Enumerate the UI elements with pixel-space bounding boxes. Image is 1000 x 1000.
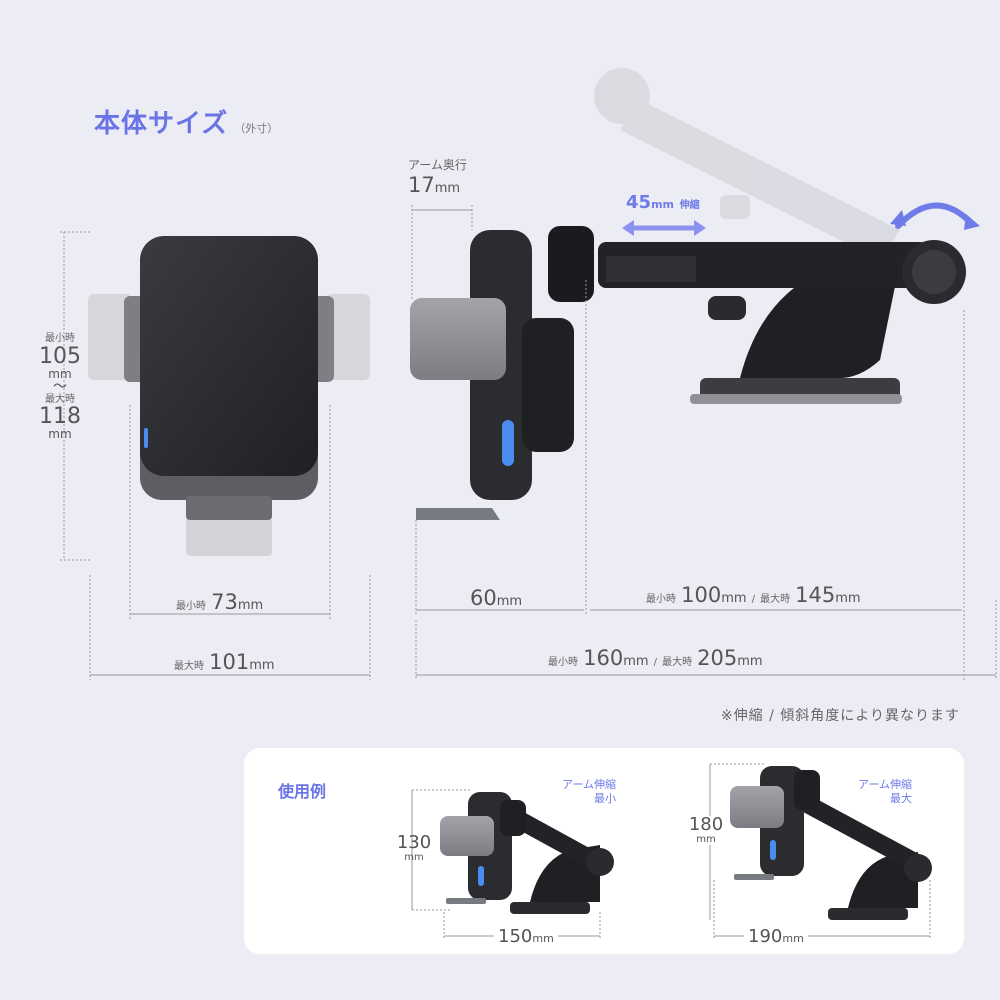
usage-min-caption: アーム伸縮 最小 xyxy=(540,778,616,807)
usage-max-width-value: 190 xyxy=(748,926,783,947)
arm-depth-unit: mm xyxy=(434,181,461,196)
total-max-value: 205 xyxy=(697,646,738,670)
total-separator: / xyxy=(653,657,657,668)
width-min-value: 73 xyxy=(211,590,238,614)
width-max-unit: mm xyxy=(249,658,275,673)
holder-depth: 60mm xyxy=(470,586,522,610)
front-width-min: 最小時 73mm xyxy=(176,590,263,614)
width-max-caption: 最大時 xyxy=(174,661,204,672)
usage-min-width: 150mm xyxy=(494,926,558,947)
usage-min-width-unit: mm xyxy=(532,932,554,945)
usage-max-caption: アーム伸縮 最大 xyxy=(830,778,912,807)
front-height-label: 最小時 105 mm ～ 最大時 118 mm xyxy=(32,333,88,442)
total-min-caption: 最小時 xyxy=(548,657,578,668)
title-main: 本体サイズ xyxy=(94,109,229,139)
title-sub: （外寸） xyxy=(234,122,279,135)
extend-unit: mm xyxy=(651,198,674,211)
arm-depth-caption: アーム奥行 xyxy=(408,158,467,172)
usage-example-min xyxy=(440,792,614,914)
arm-min-value: 100 xyxy=(681,583,722,607)
usage-max-caption-line2: 最大 xyxy=(890,792,912,806)
front-view-holder xyxy=(88,236,370,556)
usage-max-width: 190mm xyxy=(744,926,808,947)
total-min-unit: mm xyxy=(623,654,649,669)
footnote: ※伸縮 / 傾斜角度により異なります xyxy=(720,708,960,724)
usage-max-height: 180 mm xyxy=(686,814,726,846)
width-min-unit: mm xyxy=(237,598,264,613)
side-view-holder xyxy=(410,68,980,520)
arm-depth-label: アーム奥行 17mm xyxy=(408,156,467,197)
usage-min-caption-line1: アーム伸縮 xyxy=(561,778,616,791)
arm-separator: / xyxy=(751,594,755,605)
usage-max-height-unit: mm xyxy=(696,833,716,845)
height-min-caption: 最小時 xyxy=(45,333,75,344)
side-dimension-lines xyxy=(411,205,997,680)
height-max-caption: 最大時 xyxy=(45,393,75,405)
total-max-caption: 最大時 xyxy=(662,657,693,668)
arm-max-value: 145 xyxy=(795,583,836,607)
usage-title: 使用例 xyxy=(278,782,327,801)
front-dimension-lines xyxy=(60,231,371,680)
usage-min-height-unit: mm xyxy=(404,851,424,863)
width-min-caption: 最小時 xyxy=(176,601,206,612)
holder-depth-value: 60 xyxy=(470,586,497,610)
usage-max-width-unit: mm xyxy=(782,932,804,945)
total-max-unit: mm xyxy=(737,654,763,669)
usage-min-height: 130 mm xyxy=(394,832,434,863)
extend-value: 45 xyxy=(626,192,652,213)
height-tilde: ～ xyxy=(53,379,67,396)
page-title: 本体サイズ （外寸） xyxy=(94,103,278,140)
width-max-value: 101 xyxy=(209,650,250,674)
height-max-value: 118 xyxy=(39,404,81,430)
height-min-value: 105 xyxy=(39,343,81,369)
arm-depth-value: 17 xyxy=(408,173,435,197)
holder-depth-unit: mm xyxy=(496,594,523,609)
arm-max-unit: mm xyxy=(835,591,861,606)
arm-max-caption: 最大時 xyxy=(760,594,791,605)
arm-length: 最小時 100mm / 最大時 145mm xyxy=(646,583,861,607)
usage-max-height-value: 180 xyxy=(688,814,724,835)
arm-min-unit: mm xyxy=(721,591,747,606)
usage-max-caption-line1: アーム伸縮 xyxy=(857,778,912,791)
arm-min-caption: 最小時 xyxy=(646,594,676,605)
front-width-max: 最大時 101mm xyxy=(174,650,275,674)
usage-min-caption-line2: 最小 xyxy=(594,792,616,806)
total-min-value: 160 xyxy=(583,646,624,670)
extend-caption: 伸縮 xyxy=(679,200,700,211)
usage-min-height-value: 130 xyxy=(396,832,432,853)
extend-label: 45mm 伸縮 xyxy=(626,192,700,213)
height-max-unit: mm xyxy=(48,427,72,442)
usage-min-width-value: 150 xyxy=(498,926,533,947)
height-min-unit: mm xyxy=(48,366,72,381)
total-length: 最小時 160mm / 最大時 205mm xyxy=(548,646,763,670)
usage-example-max xyxy=(730,766,932,920)
